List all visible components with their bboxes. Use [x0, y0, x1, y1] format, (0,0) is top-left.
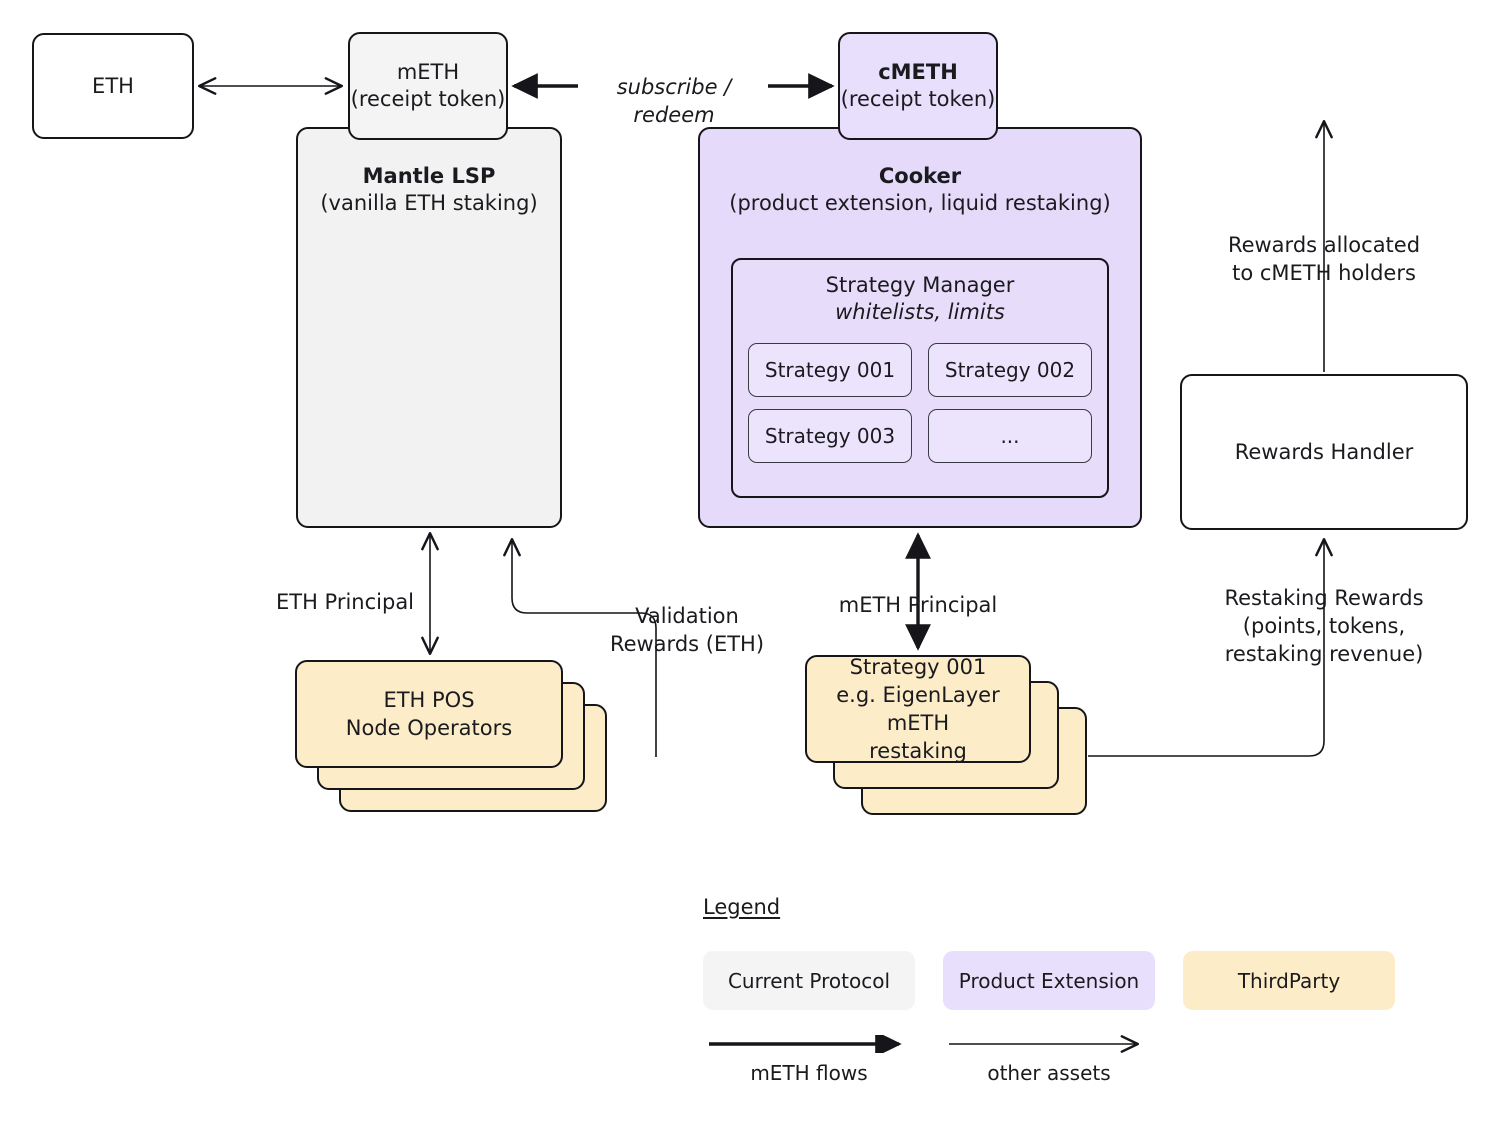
legend: Legend Current Protocol Product Extensio… [703, 895, 1395, 1085]
node-meth-title: mETH [396, 60, 460, 85]
edge-label-eth-principal: ETH Principal [275, 590, 415, 614]
node-mantle-lsp[interactable]: Mantle LSP (vanilla ETH staking) [296, 127, 562, 528]
node-operators-line1: ETH POS [383, 687, 475, 712]
node-rewards-handler-label: Rewards Handler [1234, 439, 1414, 464]
node-eth-label: ETH [92, 73, 134, 98]
legend-swatch-product-extension: Product Extension [943, 951, 1155, 1010]
node-mantle-lsp-subtitle: (vanilla ETH staking) [320, 190, 538, 215]
legend-arrow-meth-flows: mETH flows [703, 1035, 915, 1085]
strategy-manager-title: Strategy Manager [825, 273, 1015, 297]
strategy-cell-002[interactable]: Strategy 002 [928, 342, 1092, 397]
edge-label-restaking-rewards: Restaking Rewards (points, tokens, resta… [1224, 586, 1424, 666]
node-cmeth-subtitle: (receipt token) [840, 87, 996, 111]
node-mantle-lsp-title: Mantle LSP [362, 164, 496, 188]
edge-label-meth-principal: mETH Principal [838, 593, 998, 617]
legend-caption-meth-flows: mETH flows [750, 1061, 868, 1085]
thick-arrow-icon [708, 1035, 902, 1053]
legend-swatches: Current Protocol Product Extension Third… [703, 951, 1395, 1010]
node-cmeth-title: cMETH [878, 60, 958, 85]
node-cooker-subtitle: (product extension, liquid restaking) [729, 190, 1111, 215]
node-rewards-handler[interactable]: Rewards Handler [1180, 374, 1468, 530]
node-strategy-001-stack[interactable]: Strategy 001 e.g. EigenLayer mETH restak… [805, 655, 1087, 815]
strategy-card-line1: Strategy 001 [849, 654, 987, 679]
node-operators-line2: Node Operators [345, 716, 513, 740]
node-eth[interactable]: ETH [32, 33, 194, 139]
node-meth-subtitle: (receipt token) [350, 87, 506, 111]
edge-label-validation-rewards: Validation Rewards (ETH) [609, 604, 765, 656]
strategy-cell-more[interactable]: ... [928, 408, 1092, 463]
strategy-card-line3: restaking [869, 739, 967, 764]
legend-arrow-other-assets: other assets [943, 1035, 1155, 1085]
legend-swatch-thirdparty: ThirdParty [1183, 951, 1395, 1010]
strategy-manager-subtitle: whitelists, limits [835, 300, 1005, 325]
thin-arrow-icon [948, 1035, 1139, 1053]
node-eth-pos-node-operators-stack[interactable]: ETH POS Node Operators [295, 660, 607, 812]
node-cmeth-token[interactable]: cMETH (receipt token) [838, 32, 998, 140]
legend-caption-other-assets: other assets [987, 1061, 1111, 1085]
edge-label-rewards-allocated: Rewards allocated to cMETH holders [1227, 233, 1421, 285]
strategy-cell-003[interactable]: Strategy 003 [748, 408, 912, 463]
strategy-card-line2: e.g. EigenLayer mETH [836, 682, 1000, 735]
strategy-grid: Strategy 001 Strategy 002 Strategy 003 .… [748, 342, 1092, 463]
node-cooker-title: Cooker [878, 164, 962, 188]
legend-swatch-current-protocol: Current Protocol [703, 951, 915, 1010]
node-meth-token[interactable]: mETH (receipt token) [348, 32, 508, 140]
strategy-stack-card-front[interactable]: Strategy 001 e.g. EigenLayer mETH restak… [805, 655, 1031, 763]
legend-arrows: mETH flows other assets [703, 1035, 1155, 1085]
node-strategy-manager[interactable]: Strategy Manager whitelists, limits Stra… [731, 258, 1109, 498]
strategy-cell-001[interactable]: Strategy 001 [748, 342, 912, 397]
stack-card-front[interactable]: ETH POS Node Operators [295, 660, 563, 768]
edge-label-subscribe-redeem: subscribe / redeem [616, 75, 732, 127]
legend-title: Legend [703, 895, 781, 919]
